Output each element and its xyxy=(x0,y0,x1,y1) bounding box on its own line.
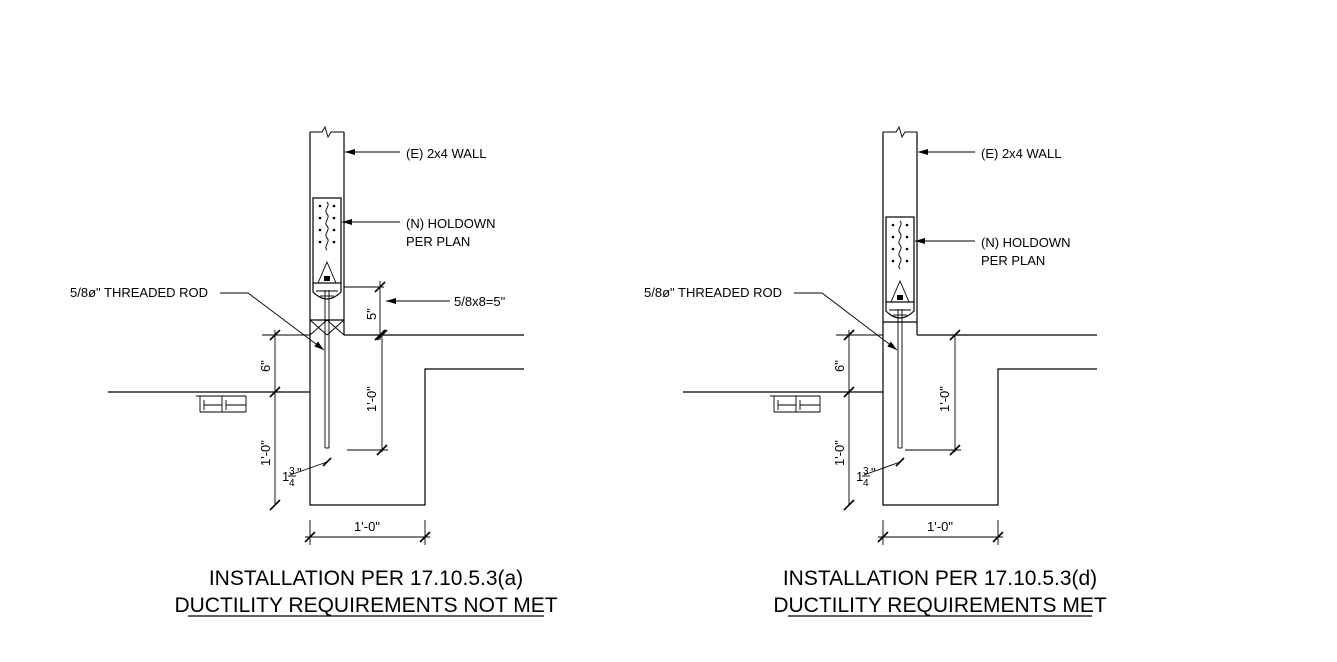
dim-cover-inch-d: " xyxy=(871,465,876,480)
threaded-rod-d xyxy=(897,309,903,449)
caption-d: INSTALLATION PER 17.10.5.3(d) DUCTILITY … xyxy=(773,567,1106,617)
wall-label-d: (E) 2x4 WALL xyxy=(981,146,1061,161)
detail-d: (E) 2x4 WALL (N) HOLDOWN PER PLAN 5/8ø" … xyxy=(644,125,1107,617)
holdown-label-d-line2: PER PLAN xyxy=(981,253,1045,268)
dim-cover-a: 1 3 4 " xyxy=(282,457,332,489)
dim-standoff-text-a: 5" xyxy=(364,308,379,320)
dim-left-d: 6" 1'-0" xyxy=(832,329,883,511)
dim-left-a: 6" 1'-0" xyxy=(258,329,310,511)
detail-a: (E) 2x4 WALL (N) HOLDOWN PER PLAN 5/8ø" … xyxy=(70,125,558,617)
dim-embed-text-a: 1'-0" xyxy=(364,386,379,412)
threaded-rod-a xyxy=(324,290,330,449)
callout-standoff-a: 5/8x8=5" xyxy=(386,294,506,309)
wall-d xyxy=(882,125,918,335)
holdown-label-a-line2: PER PLAN xyxy=(406,234,470,249)
caption-a-line2: DUCTILITY REQUIREMENTS NOT MET xyxy=(174,594,557,617)
dim-cover-inch-a: " xyxy=(297,465,302,480)
caption-a: INSTALLATION PER 17.10.5.3(a) DUCTILITY … xyxy=(174,567,557,617)
wall-a xyxy=(309,125,345,335)
rod-label-d: 5/8ø" THREADED ROD xyxy=(644,285,782,300)
holdown-label-d-line1: (N) HOLDOWN xyxy=(981,235,1071,250)
callout-rod-a: 5/8ø" THREADED ROD xyxy=(70,285,325,351)
callout-holdown-d: (N) HOLDOWN PER PLAN xyxy=(915,235,1071,268)
dim-1ft-left-text-a: 1'-0" xyxy=(258,440,273,466)
wall-label-a: (E) 2x4 WALL xyxy=(406,146,486,161)
holdown-a xyxy=(312,197,342,300)
callout-holdown-a: (N) HOLDOWN PER PLAN xyxy=(342,216,496,249)
foundation-a xyxy=(108,334,524,506)
dim-cover-den-d: 4 xyxy=(863,478,869,489)
dim-6-text-d: 6" xyxy=(832,360,847,372)
dim-cover-num-d: 3 xyxy=(863,466,869,477)
dim-cover-whole-a: 1 xyxy=(282,469,289,484)
standoff-label-a: 5/8x8=5" xyxy=(454,294,506,309)
caption-d-line2: DUCTILITY REQUIREMENTS MET xyxy=(773,594,1106,617)
dim-cover-whole-d: 1 xyxy=(856,469,863,484)
dim-embed-d: 1'-0" xyxy=(905,329,961,456)
dim-cover-den-a: 4 xyxy=(289,478,295,489)
dim-cover-num-a: 3 xyxy=(289,466,295,477)
foundation-d xyxy=(683,334,1097,506)
dim-width-d: 1'-0" xyxy=(877,519,1004,545)
callout-wall-d: (E) 2x4 WALL xyxy=(918,146,1061,161)
dim-embed-a: 1'-0" xyxy=(347,329,388,456)
dim-width-text-d: 1'-0" xyxy=(927,519,953,534)
dim-width-a: 1'-0" xyxy=(304,519,431,545)
caption-d-line1: INSTALLATION PER 17.10.5.3(d) xyxy=(783,567,1097,590)
rod-label-a: 5/8ø" THREADED ROD xyxy=(70,285,208,300)
caption-a-line1: INSTALLATION PER 17.10.5.3(a) xyxy=(209,567,523,590)
callout-wall-a: (E) 2x4 WALL xyxy=(345,146,486,161)
dim-6-text-a: 6" xyxy=(258,360,273,372)
dim-width-text-a: 1'-0" xyxy=(354,519,380,534)
dim-standoff-a: 5" xyxy=(344,281,386,341)
dim-1ft-left-text-d: 1'-0" xyxy=(832,440,847,466)
dim-embed-text-d: 1'-0" xyxy=(937,386,952,412)
holdown-label-a-line1: (N) HOLDOWN xyxy=(406,216,496,231)
callout-rod-d: 5/8ø" THREADED ROD xyxy=(644,285,898,351)
holdown-d xyxy=(883,216,917,323)
dim-cover-d: 1 3 4 " xyxy=(856,457,905,489)
standoff-a xyxy=(309,319,345,336)
